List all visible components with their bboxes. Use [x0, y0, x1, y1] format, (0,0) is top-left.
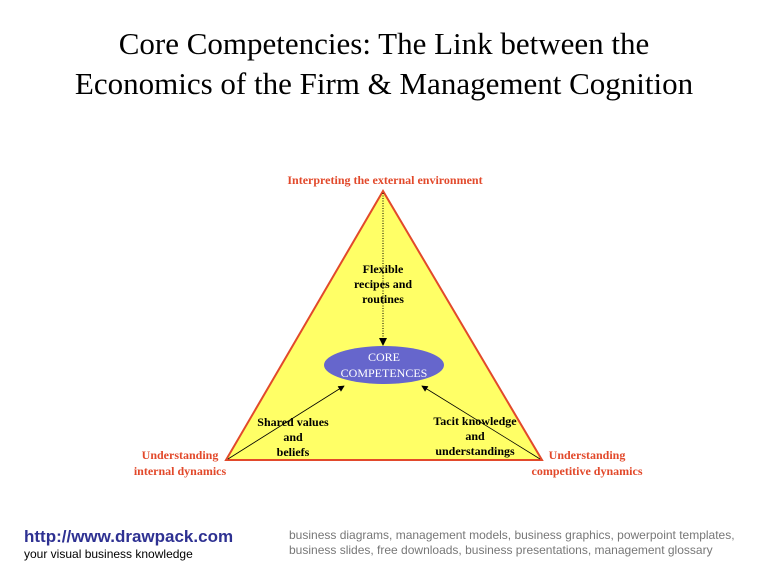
right-label-line1: Understanding: [548, 448, 626, 462]
right-inner-line3: understandings: [435, 444, 515, 458]
right-label: Understanding competitive dynamics: [517, 447, 657, 479]
left-label: Understanding internal dynamics: [110, 447, 250, 479]
right-label-line2: competitive dynamics: [531, 464, 643, 478]
center-line2: COMPETENCES: [340, 366, 428, 380]
left-inner-line1: Shared values: [257, 415, 329, 429]
footer-tagline: your visual business knowledge: [24, 547, 193, 561]
triangle: [224, 189, 544, 461]
right-inner-line2: and: [465, 429, 485, 443]
core-competences-label: CORE COMPETENCES: [324, 349, 444, 381]
left-inner-line3: beliefs: [276, 445, 310, 459]
title-line-2: Economics of the Firm & Management Cogni…: [74, 66, 694, 101]
top-inner-line3: routines: [362, 292, 404, 306]
center-line1: CORE: [367, 350, 400, 364]
left-inner-line2: and: [283, 430, 303, 444]
top-inner-line1: Flexible: [362, 262, 404, 276]
top-inner-line2: recipes and: [353, 277, 413, 291]
slide-title: Core Competencies: The Link between the …: [0, 24, 768, 104]
footer-keywords: business diagrams, management models, bu…: [289, 528, 735, 557]
title-line-1: Core Competencies: The Link between the: [118, 26, 650, 61]
right-inner-line1: Tacit knowledge: [433, 414, 517, 428]
left-label-line1: Understanding: [141, 448, 219, 462]
left-label-line2: internal dynamics: [133, 464, 227, 478]
arrow-left: [227, 385, 345, 460]
arrow-right: [421, 385, 541, 460]
top-label: Interpreting the external environment: [287, 173, 483, 187]
footer-url-link[interactable]: http://www.drawpack.com: [24, 527, 234, 546]
core-ellipse: [324, 346, 444, 384]
